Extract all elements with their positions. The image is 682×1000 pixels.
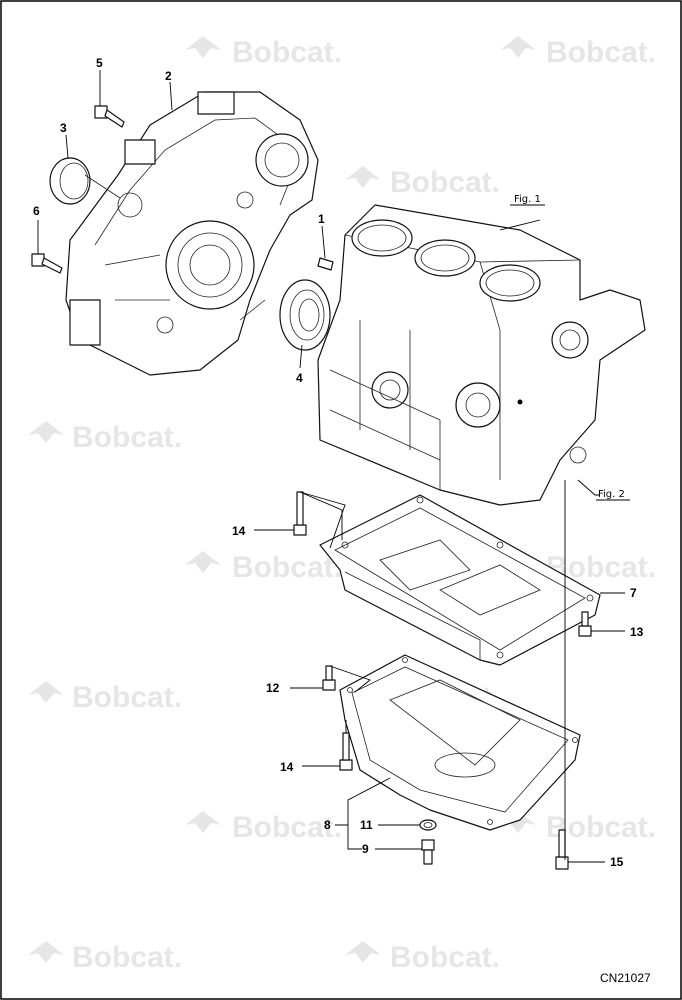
watermark-logo: Bobcat.: [185, 811, 342, 844]
figure-labels: Fig. 1 Fig. 2: [510, 194, 630, 501]
plug-cap-drawing: [49, 157, 121, 205]
watermark-text: Bobcat.: [72, 421, 182, 454]
watermark-logo: Bobcat.: [28, 421, 182, 454]
assembly-lines: [299, 480, 566, 860]
gasket-11-drawing: [419, 819, 437, 831]
watermark-logo: Bobcat.: [345, 941, 500, 974]
callout-8: 8: [324, 818, 331, 832]
watermark-text: Bobcat.: [72, 941, 182, 974]
bolt-6-drawing: [31, 253, 63, 274]
watermark-text: Bobcat.: [232, 551, 342, 584]
callout-5: 5: [96, 56, 103, 70]
callout-13: 13: [630, 625, 644, 639]
watermark-text: Bobcat.: [546, 36, 656, 69]
callout-numbers: 1 2 3 4 5 6 7 8 9 11 12 13 14 14 15: [33, 56, 644, 869]
bolt-12-drawing: [322, 665, 336, 691]
watermark-text: Bobcat.: [232, 811, 342, 844]
diagram-code: CN21027: [600, 971, 651, 985]
oil-seal-drawing: [279, 279, 331, 351]
watermark-text: Bobcat.: [390, 166, 500, 199]
bolt-14-upper-drawing: [293, 491, 307, 536]
lower-oil-pan-drawing: [339, 654, 581, 831]
callout-3: 3: [60, 121, 67, 135]
drain-plug-9-drawing: [421, 839, 435, 865]
callout-12: 12: [266, 681, 280, 695]
watermark-logo: Bobcat.: [28, 941, 182, 974]
watermark-logo: Bobcat.: [185, 551, 342, 584]
watermark-logo: Bobcat.: [345, 166, 500, 199]
callout-9: 9: [362, 842, 369, 856]
callout-6: 6: [33, 204, 40, 218]
bolt-14-lower-drawing: [339, 732, 353, 771]
callout-2: 2: [165, 69, 172, 83]
flywheel-housing-drawing: [65, 91, 319, 376]
callout-1: 1: [318, 212, 325, 226]
bolt-5-drawing: [94, 105, 125, 128]
callout-14-lower: 14: [280, 760, 294, 774]
watermark-text: Bobcat.: [232, 36, 342, 69]
callout-14-upper: 14: [232, 524, 246, 538]
upper-oil-pan-drawing: [319, 494, 601, 666]
fig-2-label: Fig. 2: [598, 489, 625, 500]
watermark-logo: Bobcat.: [500, 36, 656, 69]
watermark-text: Bobcat.: [72, 681, 182, 714]
watermark-logo: Bobcat.: [185, 36, 342, 69]
callout-15: 15: [610, 855, 624, 869]
callout-7: 7: [630, 586, 637, 600]
fig-1-label: Fig. 1: [514, 194, 541, 205]
callout-4: 4: [296, 371, 303, 385]
callout-11: 11: [360, 818, 373, 832]
watermark-text: Bobcat.: [390, 941, 500, 974]
cylinder-block-drawing: [317, 204, 646, 506]
leader-lines: [37, 70, 625, 863]
dowel-pin-drawing: [317, 257, 334, 271]
watermark-logo: Bobcat.: [28, 681, 182, 714]
